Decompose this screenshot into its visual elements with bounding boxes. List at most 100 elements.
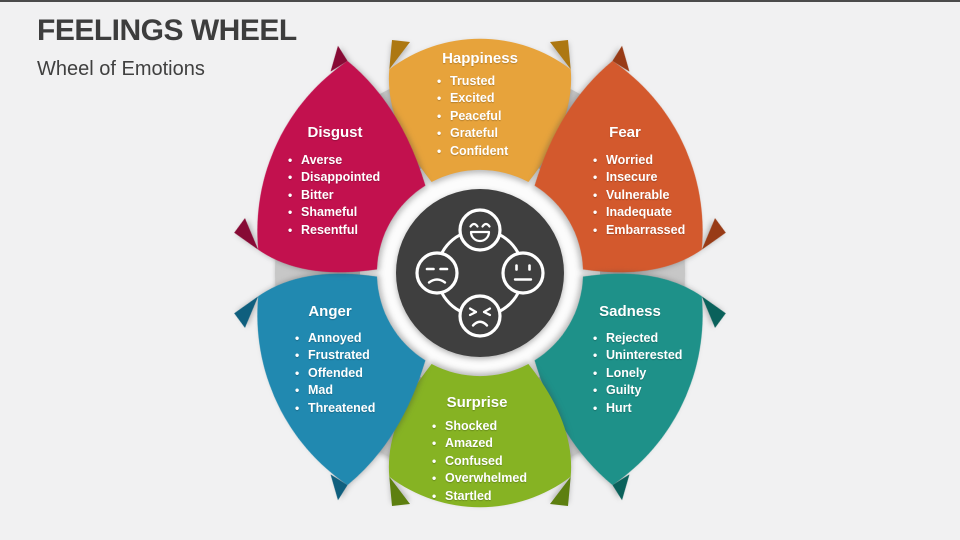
emotion-item: • Embarrassed [593, 222, 690, 239]
bullet-icon: • [593, 205, 598, 220]
bullet-icon: • [432, 436, 437, 451]
wheel-segment-surprise: Surprise • Shocked • Amazed • Confused •Overwh… [412, 394, 542, 505]
emotion-label: Threatened [308, 400, 376, 415]
bullet-icon: • [437, 108, 442, 123]
segment-title: Happiness [442, 50, 518, 67]
emotion-label: Hurt [606, 400, 632, 415]
emotion-item: •Rejected [593, 330, 695, 347]
emotion-item: • Trusted [437, 73, 545, 90]
bullet-icon: • [288, 222, 293, 237]
bullet-icon: • [593, 400, 598, 415]
emotion-item: •Excited [437, 90, 545, 107]
wheel-segment-fear: Fear •Worried•Insecure•Vulnerable•Inadeq… [560, 124, 690, 239]
emotion-label: Excited [450, 91, 495, 106]
emotion-label: Mad [308, 383, 333, 398]
emotion-faces-icon [396, 189, 564, 357]
segment-emotion-list: •Trusted•Excited•Peaceful•Grateful•Confi… [415, 73, 545, 160]
bullet-icon: • [593, 383, 598, 398]
bullet-icon: • [593, 222, 598, 237]
emotion-item: • Amazed [432, 435, 542, 452]
emotion-item: •Overwhelmed [432, 470, 542, 487]
segment-emotion-list: •Rejected•Uninterested•Lonely•Guilty•Hur… [565, 330, 695, 417]
emotion-label: Resentful [301, 222, 358, 237]
emotion-label: Annoyed [308, 331, 362, 345]
emotion-label: Insecure [606, 170, 658, 185]
bullet-icon: • [432, 471, 437, 486]
emotion-label: Inadequate [606, 205, 672, 220]
bullet-icon: • [288, 187, 293, 202]
segment-title: Disgust [307, 124, 363, 141]
emotion-item: •Disappointed [288, 169, 400, 186]
angry-face-icon [458, 294, 502, 338]
emotion-item: • Frustrated [295, 347, 395, 364]
segment-title: Anger [308, 303, 352, 320]
slide-header: FEELINGS WHEEL Wheel of Emotions [37, 14, 297, 81]
segment-title: Surprise [446, 394, 508, 411]
bullet-icon: • [295, 348, 300, 363]
wheel-segment-anger: Anger •Annoyed•Frustrated•Offended•Mad•T… [265, 303, 395, 417]
emotion-item: • Guilty [593, 382, 695, 399]
emotion-label: Confident [450, 143, 509, 158]
bullet-icon: • [437, 74, 442, 88]
emotion-label: Vulnerable [606, 187, 670, 202]
emotion-label: Bitter [301, 187, 334, 202]
bullet-icon: • [432, 419, 437, 433]
emotion-label: Uninterested [606, 348, 683, 363]
emotion-item: • Peaceful [437, 108, 545, 125]
emotion-label: Trusted [450, 74, 496, 88]
emotion-item: •Grateful [437, 125, 545, 142]
page-subtitle: Wheel of Emotions [37, 58, 205, 80]
segment-title: Sadness [599, 303, 661, 320]
neutral-face-icon [501, 251, 545, 295]
emotion-item: • Mad [295, 382, 395, 399]
bullet-icon: • [295, 383, 300, 398]
bullet-icon: • [295, 400, 300, 415]
emotion-label: Shocked [445, 419, 498, 433]
emotion-label: Startled [445, 488, 492, 503]
laughing-face-icon [458, 208, 502, 252]
bullet-icon: • [432, 453, 437, 468]
slide-top-border [0, 0, 960, 2]
emotion-item: • Startled [432, 488, 542, 505]
emotion-item: • Uninterested [593, 347, 695, 364]
emotion-item: •Lonely [593, 365, 695, 382]
bullet-icon: • [288, 205, 293, 220]
emotion-item: • Hurt [593, 400, 695, 417]
bullet-icon: • [432, 488, 437, 503]
emotion-item: • Annoyed [295, 330, 395, 347]
emotion-label: Lonely [606, 365, 647, 380]
emotion-label: Amazed [445, 436, 493, 451]
emotion-item: • Averse [288, 152, 400, 169]
emotion-item: • Resentful [288, 222, 400, 239]
bullet-icon: • [295, 331, 300, 345]
emotion-label: Guilty [606, 383, 642, 398]
segment-emotion-list: •Worried•Insecure•Vulnerable•Inadequate•… [560, 152, 690, 239]
page-title: FEELINGS WHEEL [37, 14, 297, 47]
emotion-label: Frustrated [308, 348, 370, 363]
wheel-segment-happiness: Happiness •Trusted•Excited•Peaceful•Grat… [415, 50, 545, 160]
emotion-item: • Insecure [593, 169, 690, 186]
emotion-item: • Shameful [288, 204, 400, 221]
emotion-label: Embarrassed [606, 222, 686, 237]
bullet-icon: • [593, 348, 598, 363]
emotion-label: Peaceful [450, 108, 502, 123]
emotion-label: Disappointed [301, 170, 381, 185]
emotion-label: Offended [308, 365, 363, 380]
wheel-segment-disgust: Disgust •Averse•Disappointed•Bitter•Sham… [270, 124, 400, 239]
bullet-icon: • [593, 153, 598, 167]
emotion-item: •Vulnerable [593, 187, 690, 204]
emotion-item: • Threatened [295, 400, 395, 417]
emotion-label: Shameful [301, 205, 358, 220]
bullet-icon: • [437, 126, 442, 141]
bullet-icon: • [437, 143, 442, 158]
emotion-label: Averse [301, 153, 343, 167]
emotion-label: Confused [445, 453, 503, 468]
bullet-icon: • [288, 153, 293, 167]
segment-emotion-list: •Shocked•Amazed•Confused•Overwhelmed•Sta… [412, 418, 542, 505]
emotion-item: •Worried [593, 152, 690, 169]
bullet-icon: • [593, 170, 598, 185]
bullet-icon: • [593, 331, 598, 345]
sad-face-icon [415, 251, 459, 295]
emotion-item: • Confused [432, 453, 542, 470]
